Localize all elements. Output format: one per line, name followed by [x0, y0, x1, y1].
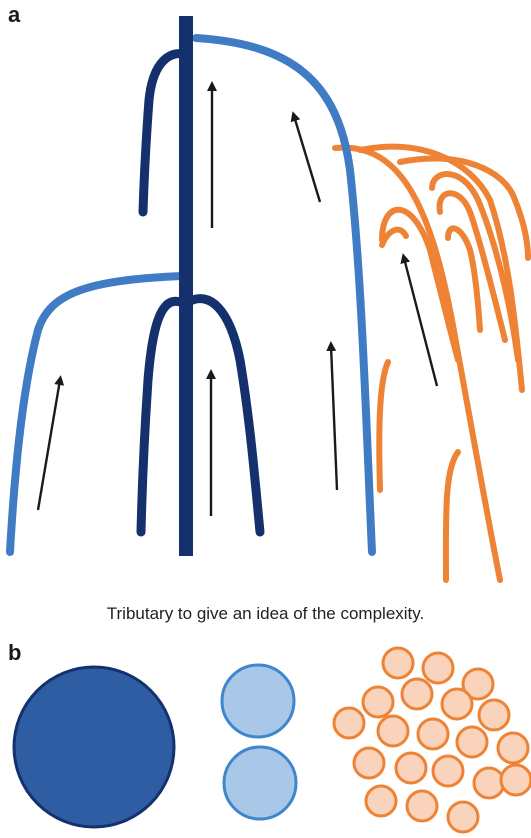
- small-vessel: [363, 687, 393, 717]
- large-vessel-cross-section: [14, 667, 174, 827]
- small-vessel: [498, 733, 528, 763]
- panel-b-label: b: [8, 640, 21, 666]
- small-vessel: [423, 653, 453, 683]
- small-vessel: [366, 786, 396, 816]
- mid-blue-right-branch: [196, 38, 372, 552]
- dark-blue-tributaries: [141, 53, 260, 532]
- small-vessel: [479, 700, 509, 730]
- small-vessel: [383, 648, 413, 678]
- dark-blue-lower-left-branch: [141, 301, 180, 532]
- small-vessel: [334, 708, 364, 738]
- small-vessel: [474, 768, 504, 798]
- small-vessel: [501, 765, 531, 795]
- orange-inner-long: [382, 230, 406, 245]
- dark-blue-lower-right-branch: [188, 299, 260, 532]
- flow-arrow: [294, 116, 320, 202]
- small-vessel: [354, 748, 384, 778]
- small-vessel: [418, 719, 448, 749]
- orange-main-branch: [335, 148, 500, 580]
- small-vessel-cluster: [334, 648, 531, 832]
- small-vessel: [457, 727, 487, 757]
- small-vessel: [402, 679, 432, 709]
- medium-vessel-cross-section: [224, 747, 296, 819]
- small-vessel: [378, 716, 408, 746]
- small-vessel: [407, 791, 437, 821]
- small-vessel: [442, 689, 472, 719]
- orange-hook-left: [379, 362, 388, 490]
- flow-arrow: [404, 258, 437, 386]
- flow-arrow: [331, 346, 337, 490]
- small-vessel: [433, 756, 463, 786]
- diagram-caption: Tributary to give an idea of the complex…: [0, 604, 531, 624]
- orange-hook-bottom: [446, 452, 458, 580]
- medium-vessel-cross-section: [222, 665, 294, 737]
- small-vessel: [396, 753, 426, 783]
- small-vessel: [448, 802, 478, 832]
- flow-arrow: [38, 380, 60, 510]
